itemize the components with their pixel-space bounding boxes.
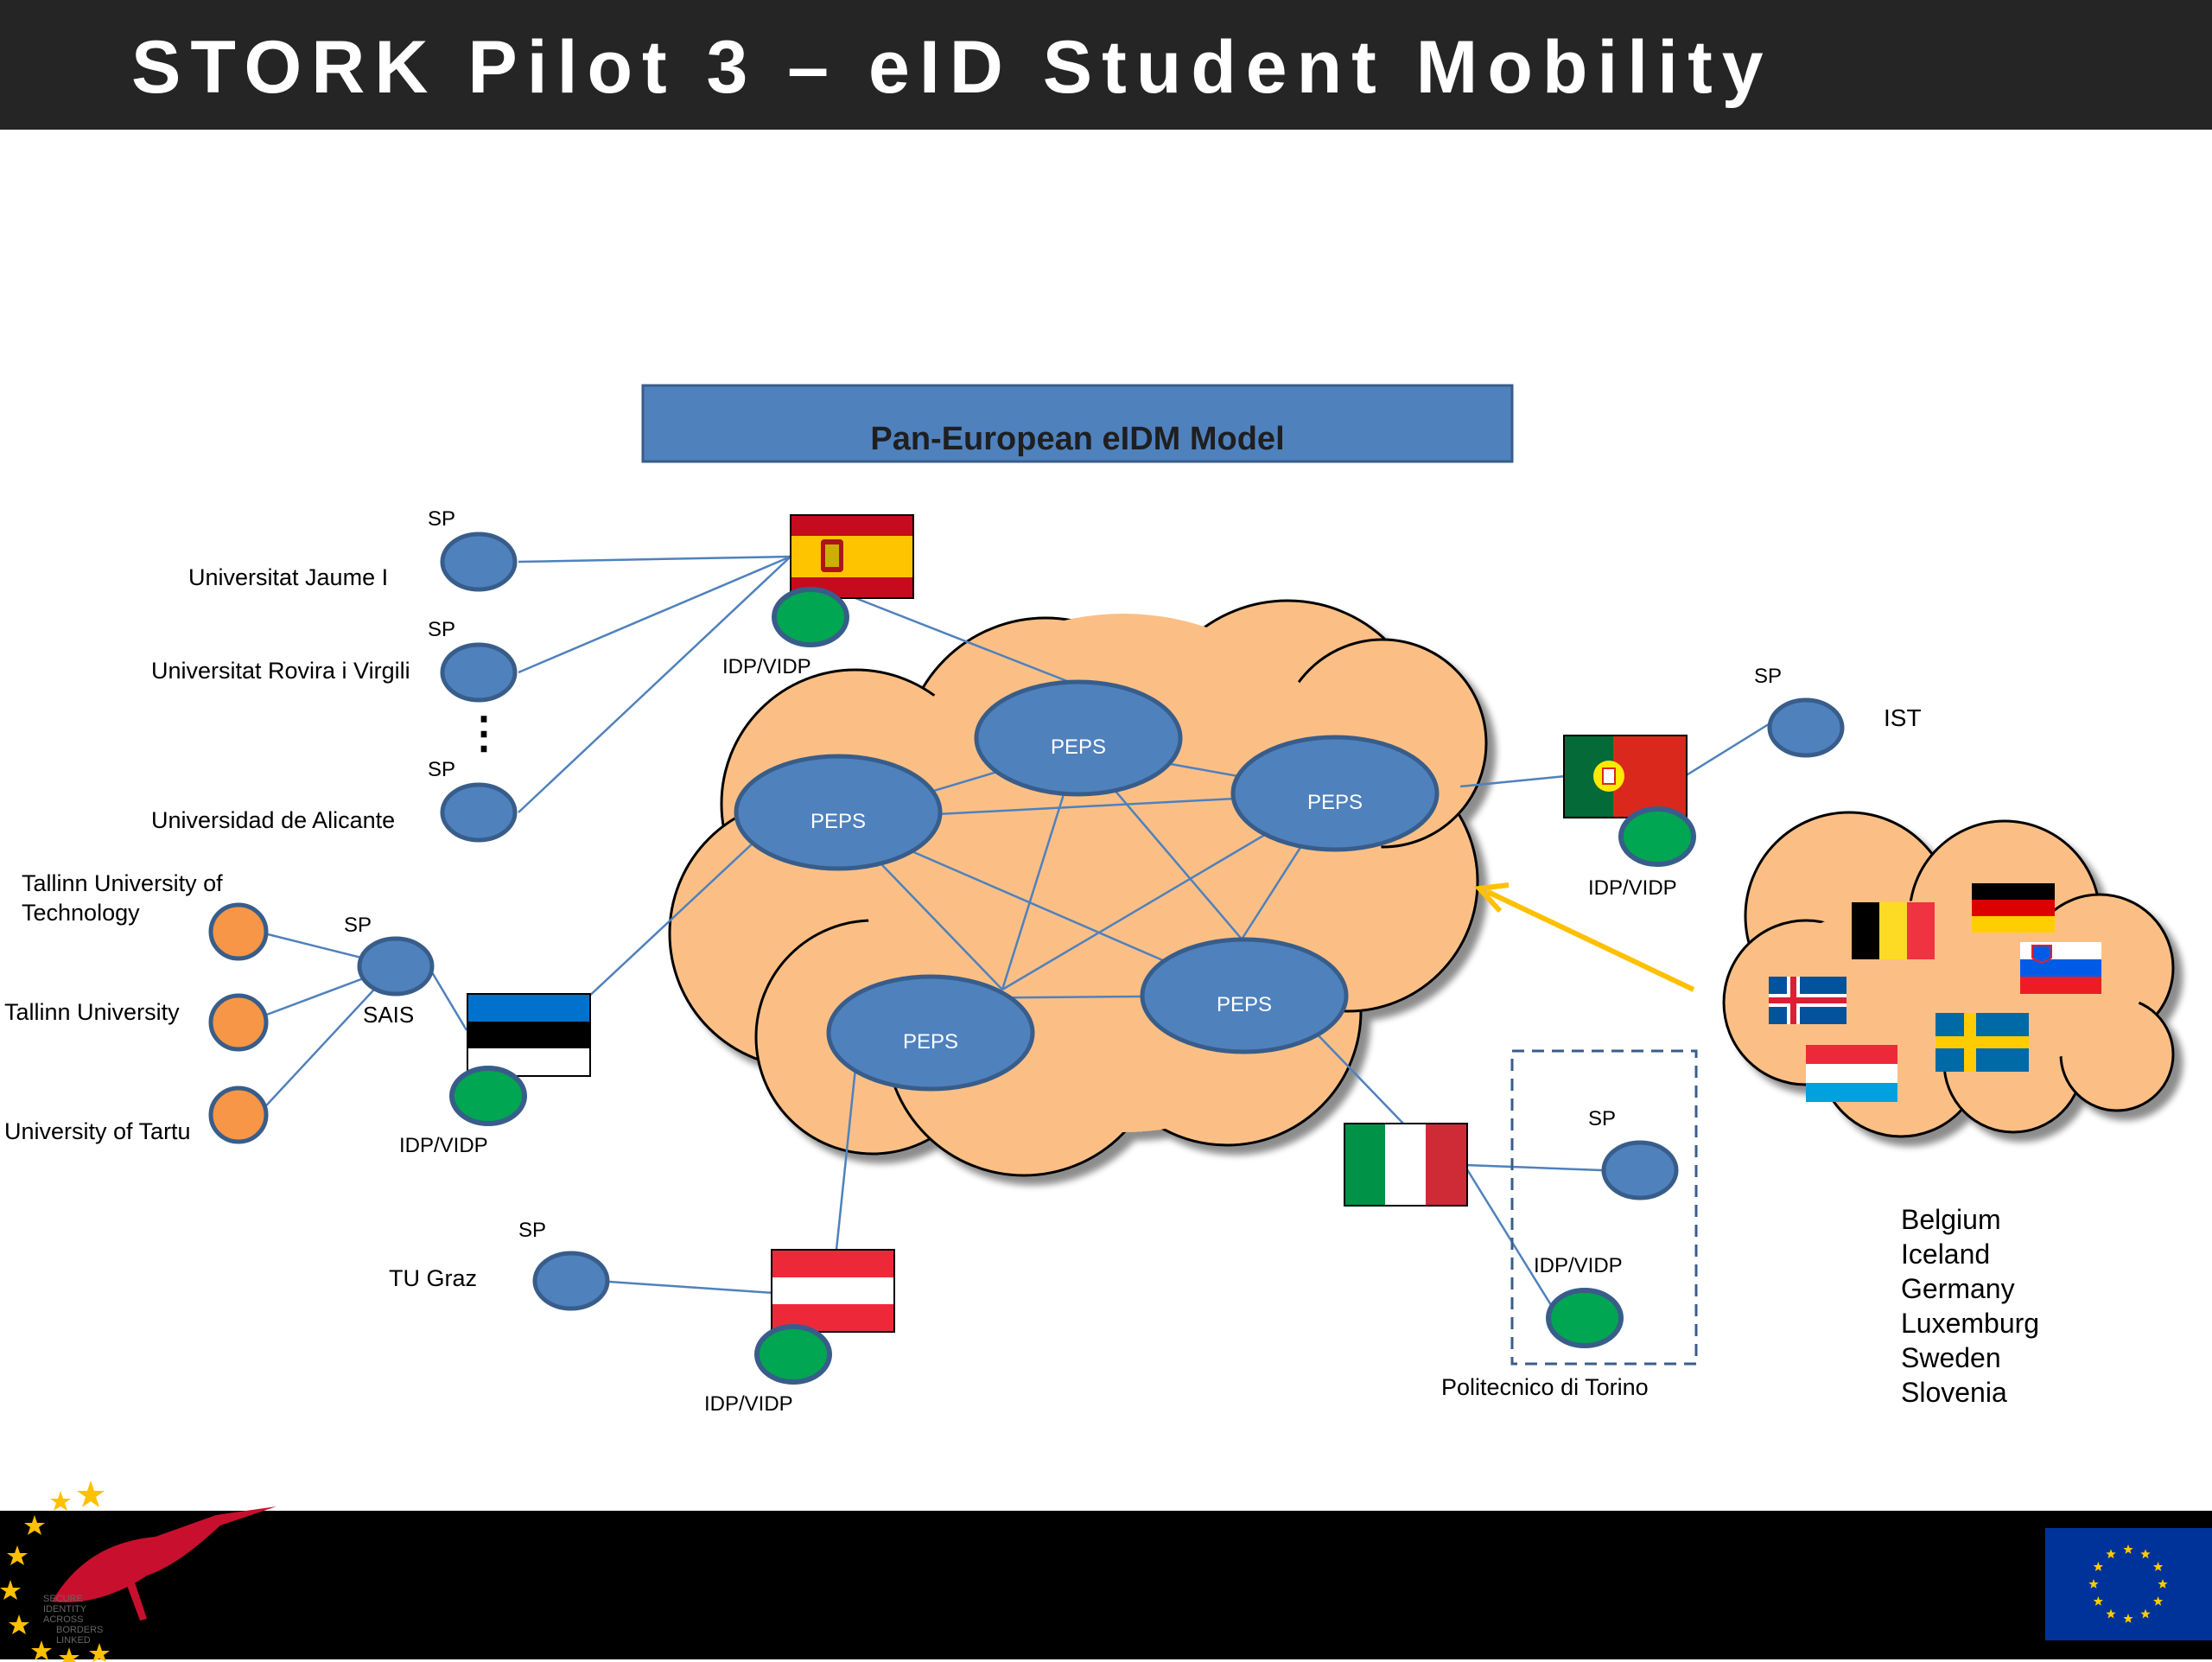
- stork-logo-text: BORDERS: [56, 1625, 103, 1635]
- idp-label: IDP/VIDP: [1588, 876, 1677, 900]
- sp-label: SP: [1754, 665, 1782, 688]
- title-bar: STORK Pilot 3 – eID Student Mobility: [0, 0, 2212, 130]
- eu-star-icon: [2152, 1596, 2164, 1606]
- eu-star-icon: [2093, 1562, 2104, 1571]
- spain-flag-icon: [790, 514, 914, 599]
- stork-logo-text: LINKED: [56, 1635, 91, 1646]
- sp-label: SP: [518, 1219, 546, 1242]
- iceland-flag-icon: [1769, 977, 1847, 1024]
- institution-label: TU Graz: [389, 1265, 477, 1291]
- peps-node: PEPS: [734, 754, 943, 871]
- peps-node: PEPS: [1140, 937, 1349, 1054]
- slide-title: STORK Pilot 3 – eID Student Mobility: [131, 26, 1773, 109]
- institution-label: Tallinn University of: [22, 870, 223, 896]
- sp-label: SP: [428, 507, 455, 531]
- peps-label: PEPS: [810, 810, 866, 833]
- country-list-item: Iceland: [1901, 1239, 1990, 1270]
- more-institutions-ellipsis: ⋮: [462, 709, 505, 757]
- student-node: [208, 993, 269, 1052]
- institution-label: Technology: [22, 900, 140, 926]
- peps-node: PEPS: [974, 679, 1183, 797]
- sais-label: SAIS: [363, 1002, 414, 1028]
- eu-star-icon: [2152, 1562, 2164, 1571]
- stork-logo-text: IDENTITY: [43, 1604, 87, 1614]
- idp-node: [1546, 1288, 1624, 1348]
- eu-star-icon: [2140, 1549, 2151, 1559]
- institution-label: Universitat Jaume I: [188, 564, 388, 590]
- footer-bar: SECURE IDENTITY ACROSS BORDERS LINKED: [0, 1481, 2212, 1662]
- eu-star-icon: [2123, 1544, 2133, 1554]
- peps-label: PEPS: [1051, 735, 1106, 759]
- banner-title: Pan-European eIDM Model: [870, 421, 1284, 457]
- country-list-item: Belgium: [1901, 1204, 2001, 1235]
- peps-node: PEPS: [826, 974, 1035, 1092]
- idp-label: IDP/VIDP: [722, 655, 811, 678]
- sp-node: [532, 1251, 610, 1311]
- austria-flag-icon: [771, 1249, 895, 1333]
- portugal-flag-icon: [1563, 735, 1688, 818]
- politecnico-boundary: [1510, 1049, 1698, 1366]
- eu-flag-icon: [2045, 1528, 2212, 1640]
- eidm-diagram: Pan-European eIDM Model: [4, 384, 2175, 1416]
- idp-node: [754, 1324, 832, 1385]
- institution-label: Universitat Rovira i Virgili: [151, 658, 410, 684]
- institution-label: Universidad de Alicante: [151, 807, 395, 833]
- stork-logo-text: SECURE: [43, 1594, 83, 1604]
- idp-label: IDP/VIDP: [704, 1392, 793, 1416]
- idp-node: [449, 1066, 527, 1126]
- eu-star-icon: [2123, 1614, 2133, 1623]
- country-list-item: Luxemburg: [1901, 1308, 2039, 1339]
- idp-node: [772, 587, 849, 647]
- institution-label: IST: [1884, 704, 1922, 731]
- stork-logo-text: ACROSS: [43, 1614, 83, 1625]
- institution-label: Tallinn University: [4, 999, 180, 1025]
- peps-label: PEPS: [1307, 791, 1363, 814]
- peps-node: PEPS: [1230, 735, 1440, 852]
- estonia-flag-icon: [467, 993, 591, 1077]
- sp-node: [357, 936, 435, 997]
- peps-label: PEPS: [903, 1030, 958, 1054]
- eu-star-icon: [2158, 1579, 2168, 1589]
- idp-node: [1618, 806, 1696, 867]
- institution-label: Politecnico di Torino: [1441, 1374, 1649, 1400]
- arrow-head-icon: [1473, 882, 1510, 914]
- other-countries-cloud: [1722, 811, 2175, 1138]
- stork-logo: SECURE IDENTITY ACROSS BORDERS LINKED: [0, 1481, 276, 1662]
- membership-arrow: [1486, 889, 1695, 992]
- luxembourg-flag-icon: [1806, 1045, 1897, 1102]
- sp-node: [440, 782, 518, 843]
- sp-label: SP: [1588, 1107, 1616, 1130]
- student-node: [208, 902, 269, 961]
- idp-label: IDP/VIDP: [1534, 1254, 1623, 1277]
- peps-label: PEPS: [1217, 993, 1272, 1016]
- sp-label: SP: [428, 618, 455, 641]
- eu-star-icon: [2106, 1608, 2116, 1619]
- country-list-item: Slovenia: [1901, 1377, 2007, 1408]
- banner-box: [641, 384, 1514, 463]
- eu-star-icon: [2106, 1549, 2116, 1559]
- eu-star-icon: [2088, 1579, 2099, 1589]
- italy-flag-icon: [1344, 1123, 1468, 1207]
- country-list-item: Sweden: [1901, 1342, 2001, 1373]
- sp-label: SP: [344, 914, 372, 937]
- germany-flag-icon: [1972, 883, 2055, 933]
- institution-label: University of Tartu: [4, 1118, 191, 1144]
- sp-node: [1767, 697, 1845, 758]
- belgium-flag-icon: [1852, 902, 1935, 959]
- slovenia-flag-icon: [2020, 942, 2101, 994]
- sp-node: [1601, 1140, 1679, 1200]
- student-node: [208, 1086, 269, 1144]
- idp-label: IDP/VIDP: [399, 1134, 488, 1157]
- sp-node: [440, 532, 518, 592]
- sp-node: [440, 642, 518, 703]
- sp-label: SP: [428, 758, 455, 781]
- eu-star-icon: [2140, 1608, 2151, 1619]
- sweden-flag-icon: [1936, 1013, 2029, 1072]
- eu-star-icon: [2093, 1596, 2104, 1606]
- country-list-item: Germany: [1901, 1273, 2015, 1304]
